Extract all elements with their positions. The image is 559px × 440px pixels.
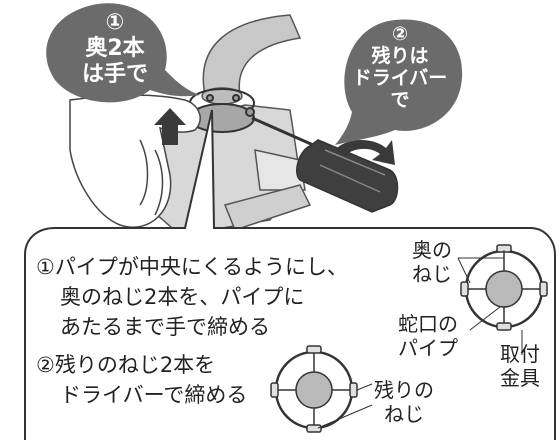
step2-line1: ②残りのねじ2本を: [36, 353, 216, 377]
label-remaining-l2: ねじ: [384, 402, 424, 426]
callout-driver-line1: 残りは: [371, 44, 429, 67]
step1-line3: あたるまで手で締める: [60, 315, 270, 339]
up-arrow-icon: [154, 108, 186, 145]
callout-hand-text: ① 奥2本 は手で: [60, 10, 170, 88]
callout-hand-line1: 奥2本: [85, 35, 145, 61]
faucet-body: [139, 104, 312, 236]
step1-line1: ①パイプが中央にくるようにし、: [36, 255, 348, 279]
label-faucet-pipe: 蛇口の パイプ: [398, 312, 458, 360]
step2-line2: ドライバーで締める: [60, 383, 248, 407]
callout-driver-line3: で: [390, 88, 410, 111]
step1-line2: 奥のねじ2本を、パイプに: [60, 285, 305, 309]
callout-driver-bubble: [335, 19, 463, 145]
callout-driver-num: ②: [391, 23, 409, 45]
callout-hand-bubble: [46, 3, 201, 103]
instruction-panel: [24, 109, 556, 440]
label-bracket-l2: 金具: [500, 366, 540, 390]
label-back-screws: 奥の ねじ: [412, 238, 452, 286]
faucet-pipe: [201, 14, 302, 105]
screwdriver-icon: [251, 116, 399, 213]
bracket-diagram-bottom: [270, 345, 373, 433]
label-remaining-screws: 残りの ねじ: [374, 378, 434, 426]
label-back-screws-l2: ねじ: [412, 262, 452, 286]
label-bracket: 取付 金具: [500, 342, 540, 390]
callout-hand-line2: は手で: [81, 61, 148, 87]
callout-driver-line2: ドライバー: [352, 66, 448, 89]
label-remaining-l1: 残りの: [374, 378, 434, 402]
bracket-diagram-top: [457, 244, 548, 355]
label-bracket-l1: 取付: [500, 342, 540, 366]
rotate-arrow-icon: [335, 139, 395, 165]
label-faucet-pipe-l1: 蛇口の: [398, 312, 458, 336]
callout-driver-text: ② 残りは ドライバー で: [340, 23, 460, 111]
callout-hand-num: ①: [105, 10, 125, 35]
label-back-screws-l1: 奥の: [412, 238, 452, 262]
label-faucet-pipe-l2: パイプ: [398, 336, 458, 360]
